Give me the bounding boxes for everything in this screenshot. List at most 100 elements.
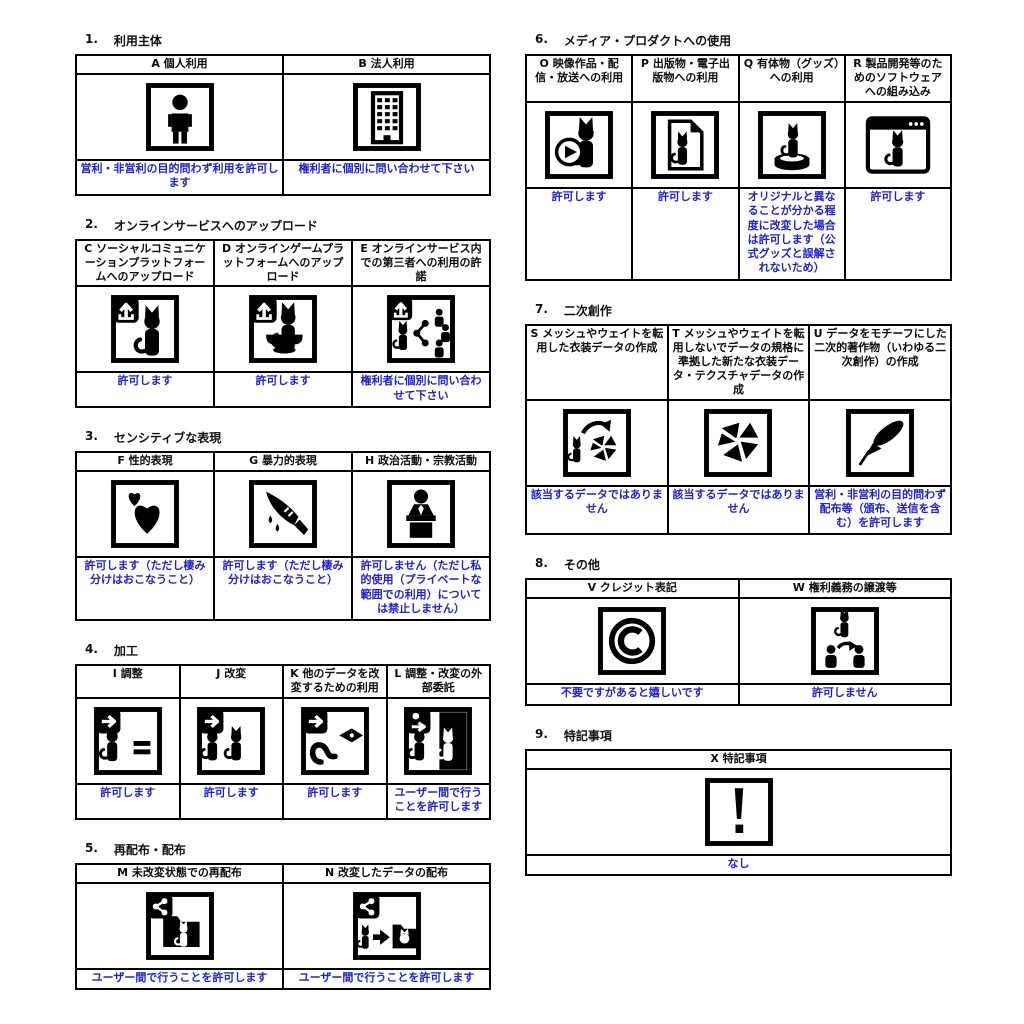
cell-heading: 法人利用 bbox=[370, 57, 415, 70]
reuse-costume-cat-icon bbox=[562, 408, 632, 478]
cell-letter: M bbox=[117, 865, 129, 879]
cell-header-R: R 製品開発等のためのソフトウェアへの組み込み bbox=[843, 54, 953, 103]
cell-value-D: 許可します bbox=[213, 371, 353, 409]
cell-value-L: ユーザー間で行うことを許可します bbox=[385, 783, 491, 820]
cell-value-X: なし bbox=[525, 853, 952, 876]
icon-row bbox=[75, 72, 491, 161]
cell-icon-L bbox=[385, 697, 491, 786]
cell-heading: 性的表現 bbox=[128, 454, 173, 468]
cell-header-M: M 未改変状態での再配布 bbox=[75, 862, 284, 884]
permission-text: 営利・非営利の目的問わず配布等（頒布、送信を含む）を許可します bbox=[814, 487, 947, 530]
section-title: 4. 加工 bbox=[85, 642, 491, 659]
cell-heading: メッシュやウェイトを転用した衣装データの作成 bbox=[536, 326, 664, 354]
cell-header-U: U データをモチーフにした二次的著作物（いわゆる二次創作）の作成 bbox=[808, 323, 952, 401]
cell-heading: ソーシャルコミュニケーションプラットフォームへのアップロード bbox=[84, 241, 206, 283]
cell-letter: F bbox=[117, 454, 125, 468]
cell-icon-I bbox=[75, 697, 181, 786]
section-number: 4. bbox=[85, 642, 98, 657]
cell-header-N: N 改変したデータの配布 bbox=[282, 862, 491, 884]
cell-letter: P bbox=[640, 57, 649, 70]
podium-speaker-icon bbox=[386, 479, 456, 549]
permission-text: 許可します bbox=[870, 189, 926, 203]
cell-letter: E bbox=[360, 241, 368, 255]
permission-text: ユーザー間で行うことを許可します bbox=[91, 970, 268, 984]
value-row: 営利・非営利の目的問わず利用を許可します権利者に個別に問い合わせて下さい bbox=[75, 158, 491, 196]
outsource-cats-icon bbox=[403, 706, 473, 776]
cell-header-T: T メッシュやウェイトを転用しないでデータの規格に準拠した新たな衣装データ・テク… bbox=[666, 323, 811, 401]
cell-letter: S bbox=[530, 326, 539, 340]
section-title-text: オンラインサービスへのアップロード bbox=[113, 218, 318, 233]
upload-share-users-icon bbox=[386, 294, 456, 364]
section-title: 3.センシティブな表現 bbox=[85, 429, 491, 446]
cell-heading: 調整 bbox=[120, 667, 143, 681]
cell-icon-U bbox=[808, 398, 952, 487]
value-row: なし bbox=[525, 853, 952, 876]
permission-text: 許可しません bbox=[811, 686, 878, 700]
cat-parts-arrow-icon bbox=[300, 706, 370, 776]
cell-header-I: I 調整 bbox=[75, 664, 181, 700]
modify-two-cats-icon bbox=[196, 706, 266, 776]
cell-letter: C bbox=[84, 241, 93, 255]
cell-icon-G bbox=[213, 470, 353, 559]
cell-heading: 調整・改変の外部委託 bbox=[405, 667, 483, 695]
cell-heading: 未改変状態での再配布 bbox=[131, 865, 242, 879]
cell-letter: J bbox=[216, 667, 221, 681]
section-title-text: メディア・プロダクトへの使用 bbox=[563, 34, 732, 48]
section-number: 1. bbox=[85, 32, 98, 46]
cell-value-V: 不要ですがあると嬉しいです bbox=[525, 683, 740, 706]
cell-header-B: B 法人利用 bbox=[282, 54, 491, 75]
icon-row bbox=[75, 697, 491, 786]
cell-letter: K bbox=[290, 667, 299, 681]
icon-row bbox=[524, 100, 953, 189]
document-cat-icon bbox=[650, 110, 720, 180]
costume-pieces-icon bbox=[703, 408, 773, 478]
license-table: X 特記事項なし bbox=[525, 748, 952, 876]
cell-icon-N bbox=[282, 881, 491, 970]
section-number: 9. bbox=[535, 726, 548, 741]
section-title: 9. 特記事項 bbox=[535, 727, 952, 744]
adjust-arrow-equals-icon bbox=[93, 706, 163, 776]
permission-text: 許可します bbox=[307, 786, 363, 800]
permission-text: 許可します bbox=[117, 374, 173, 388]
cell-icon-H bbox=[351, 470, 491, 559]
software-window-cat-icon bbox=[863, 110, 933, 180]
cell-icon-X bbox=[525, 767, 952, 856]
cell-letter: D bbox=[222, 241, 232, 255]
permission-text: ユーザー間で行うことを許可します bbox=[298, 970, 475, 984]
section-number: 5. bbox=[85, 840, 98, 855]
section-title-text: 加工 bbox=[113, 644, 138, 659]
permission-text: ユーザー間で行うことを許可します bbox=[394, 786, 483, 814]
cell-value-A: 営利・非営利の目的問わず利用を許可します bbox=[75, 158, 284, 196]
cell-icon-Q bbox=[737, 100, 846, 189]
cell-value-T: 該当するデータではありません bbox=[666, 484, 811, 536]
cell-header-P: P 出版物・電子出版物への利用 bbox=[631, 54, 740, 103]
cell-value-I: 許可します bbox=[75, 783, 181, 820]
value-row: 許可します許可します許可しますユーザー間で行うことを許可します bbox=[75, 783, 491, 820]
permission-text: 許可します bbox=[551, 189, 607, 203]
cell-value-N: ユーザー間で行うことを許可します bbox=[282, 967, 491, 991]
section-title-text: センシティブな表現 bbox=[113, 431, 222, 446]
cell-value-H: 許可しません（ただし私的使用（プライベートな範囲での利用）については禁止しません… bbox=[351, 556, 491, 622]
cell-value-M: ユーザー間で行うことを許可します bbox=[75, 967, 284, 991]
cell-letter: H bbox=[364, 454, 375, 468]
cell-icon-R bbox=[843, 100, 953, 189]
permission-text: 該当するデータではありません bbox=[530, 487, 663, 515]
share-folder-cat-icon bbox=[145, 891, 215, 961]
cell-value-G: 許可します（ただし棲み分けはおこなうこと） bbox=[213, 556, 353, 622]
cell-icon-P bbox=[631, 100, 740, 189]
icon-row bbox=[525, 398, 952, 487]
value-row: 不要ですがあると嬉しいです 許可しません bbox=[525, 683, 952, 706]
permission-text: 許可しません（ただし私的使用（プライベートな範囲での利用）については禁止しません… bbox=[360, 559, 482, 615]
section-title-text: 特記事項 bbox=[563, 728, 612, 743]
section-number: 6. bbox=[535, 32, 548, 46]
cell-icon-C bbox=[75, 285, 215, 374]
cell-header-C: C ソーシャルコミュニケーションプラットフォームへのアップロード bbox=[75, 238, 215, 288]
cell-heading: 有体物（グッズ）への利用 bbox=[756, 57, 840, 84]
